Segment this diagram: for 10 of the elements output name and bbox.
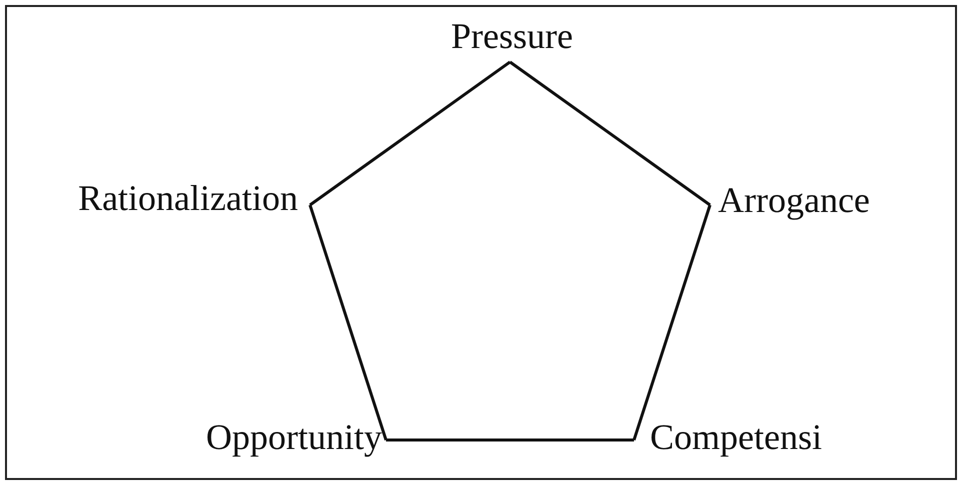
vertex-label: Pressure [451,16,573,56]
pentagon-side [309,60,511,206]
vertex-label: Opportunity [206,417,382,457]
vertex-label: Arrogance [718,180,870,220]
pentagon-side [509,60,711,206]
pentagon-side [308,204,388,440]
vertex-label: Competensi [650,417,822,457]
pentagon-side [632,204,712,440]
vertex-label: Rationalization [78,178,298,218]
pentagon-side [386,438,634,442]
